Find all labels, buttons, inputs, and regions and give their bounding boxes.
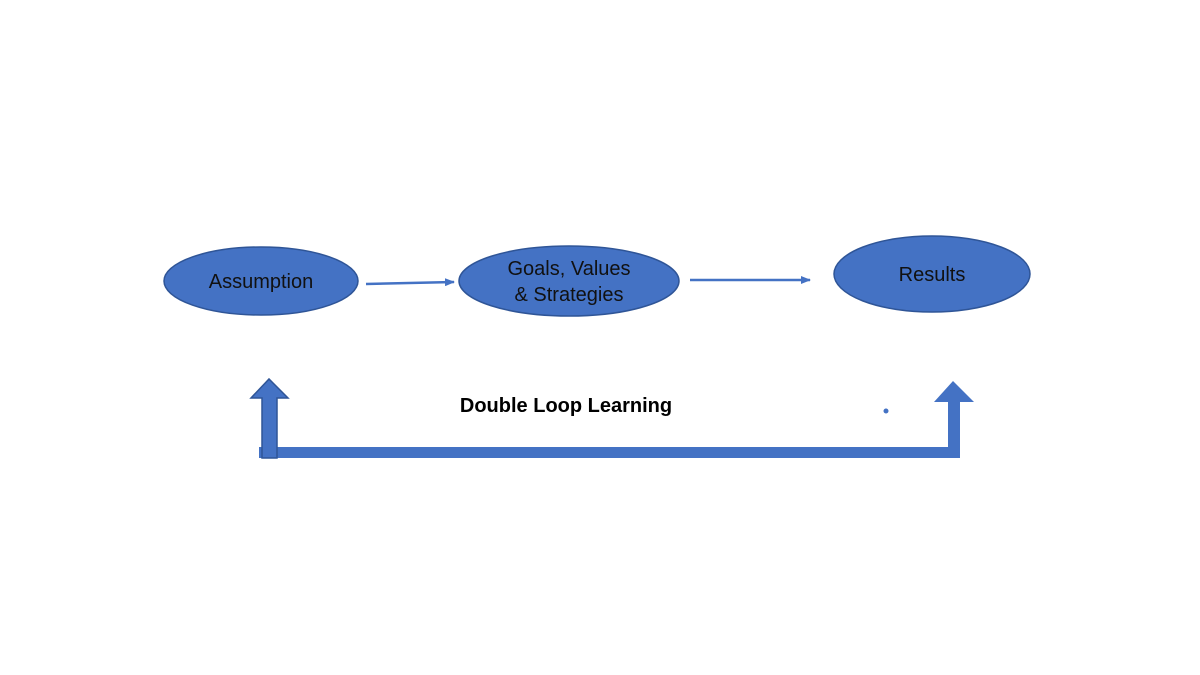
results-ellipse (833, 235, 1031, 313)
goals-ellipse (458, 245, 680, 317)
double-loop-label: Double Loop Learning (460, 395, 672, 417)
assumption-label: Assumption (209, 271, 314, 293)
double-loop-arrow (249, 377, 974, 459)
goals-label-line1: Goals, Values (507, 258, 630, 280)
stray-dot (883, 408, 889, 414)
assumption-node: Assumption (163, 246, 359, 316)
results-node: Results (833, 235, 1031, 313)
goals-node: Goals, Values & Strategies (458, 245, 680, 317)
arrow-assumption-to-goals (365, 278, 455, 287)
goals-label-line2: & Strategies (515, 284, 624, 306)
right-up-arrow (934, 381, 974, 458)
assumption-ellipse (163, 246, 359, 316)
results-label: Results (899, 264, 966, 286)
left-up-arrow (249, 377, 290, 459)
loop-bottom-bar (259, 447, 959, 458)
